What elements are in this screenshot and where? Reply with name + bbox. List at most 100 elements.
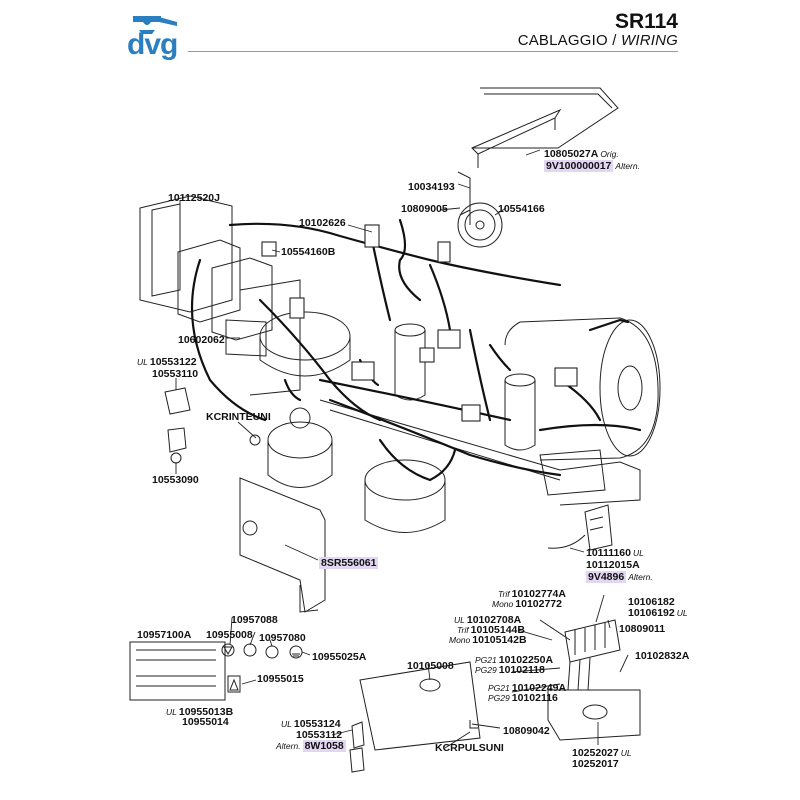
wiring-harness bbox=[190, 218, 642, 482]
part-label-10553110: 10553110 bbox=[152, 368, 198, 380]
part-suffix: Altern. bbox=[615, 161, 640, 171]
part-code: 10102249A bbox=[511, 682, 567, 694]
part-code: 10102626 bbox=[299, 217, 346, 229]
part-prefix: UL bbox=[281, 719, 292, 729]
part-prefix: Altern. bbox=[276, 741, 301, 751]
page-subtitle: CABLAGGIO / WIRING bbox=[518, 32, 678, 49]
part-label-10102832A: 10102832A bbox=[635, 650, 689, 662]
part-label-8W1058: Altern.8W1058 bbox=[276, 740, 346, 752]
part-code: 10105142B bbox=[472, 634, 527, 646]
part-prefix: PG21 bbox=[475, 655, 497, 665]
main-boiler bbox=[504, 317, 661, 461]
part-code: 10553122 bbox=[149, 356, 197, 368]
part-suffix: Altern. bbox=[628, 572, 653, 582]
leader-lines bbox=[175, 149, 629, 749]
part-code: 10102774A bbox=[511, 588, 566, 600]
part-label-10957088: 10957088 bbox=[231, 614, 278, 626]
part-label-10252017: 10252017 bbox=[572, 758, 619, 770]
part-code: 10809005 bbox=[401, 203, 448, 215]
part-label-10809011: 10809011 bbox=[619, 623, 665, 635]
part-label-KCRPULSUNI: KCRPULSUNI bbox=[435, 742, 504, 754]
part-code: 10102118 bbox=[498, 664, 545, 676]
part-code: 10111160 bbox=[586, 547, 631, 559]
part-label-10809005: 10809005 bbox=[401, 203, 448, 215]
part-prefix: Mono bbox=[449, 635, 471, 645]
part-prefix: PG29 bbox=[475, 665, 497, 675]
dvg-logo: dvg bbox=[125, 8, 187, 63]
part-code: 10252017 bbox=[572, 758, 619, 770]
part-prefix: Trif bbox=[457, 625, 469, 635]
part-code: 10102116 bbox=[511, 692, 558, 704]
part-label-10105008: 10105008 bbox=[407, 660, 454, 672]
part-code: 10106182 bbox=[628, 596, 675, 608]
part-code: 10553110 bbox=[152, 368, 199, 380]
part-code: 10112520J bbox=[168, 192, 220, 204]
part-code: 10553112 bbox=[296, 729, 343, 741]
part-label-10553090: 10553090 bbox=[152, 474, 199, 486]
part-suffix: Orig. bbox=[600, 149, 619, 159]
part-prefix: UL bbox=[166, 707, 177, 717]
part-code: 10105008 bbox=[407, 660, 454, 672]
part-label-10106182: 10106182 bbox=[628, 596, 675, 608]
part-prefix: UL bbox=[137, 357, 148, 367]
part-code: 10957100A bbox=[137, 629, 192, 641]
part-label-10112520J: 10112520J bbox=[168, 192, 220, 204]
part-label-10102626: 10102626 bbox=[299, 217, 346, 229]
part-code: 10102772 bbox=[515, 598, 562, 610]
part-code: 10955025A bbox=[312, 651, 367, 663]
part-label-10955008: 10955008 bbox=[206, 629, 253, 641]
push-button bbox=[349, 721, 365, 773]
part-code: 10955015 bbox=[257, 673, 304, 685]
part-prefix: Mono bbox=[492, 599, 514, 609]
part-label-10957080: 10957080 bbox=[259, 632, 306, 644]
part-code-highlight: 8SR556061 bbox=[319, 557, 379, 569]
part-code: 10102708A bbox=[466, 614, 522, 626]
part-code: 10106192 bbox=[628, 607, 675, 619]
main-switch bbox=[547, 504, 613, 551]
top-frame bbox=[471, 87, 619, 168]
side-panel bbox=[239, 477, 326, 613]
subtitle-separator: / bbox=[607, 32, 621, 49]
part-code: 10112015A bbox=[586, 559, 640, 571]
part-code: 10034193 bbox=[408, 181, 455, 193]
part-code: 10805027A bbox=[544, 148, 599, 160]
brand-wordmark: dvg bbox=[127, 28, 178, 61]
part-suffix: UL bbox=[620, 748, 632, 758]
part-code: 10553090 bbox=[152, 474, 199, 486]
part-label-10957100A: 10957100A bbox=[137, 629, 191, 641]
part-code: 10554160B bbox=[281, 246, 336, 258]
part-label-10554160B: 10554160B bbox=[281, 246, 335, 258]
part-code: 10252027 bbox=[572, 747, 619, 759]
left-boiler bbox=[259, 311, 351, 488]
part-label-10112015A: 10112015A bbox=[586, 559, 640, 571]
part-label-10602062: 10602062 bbox=[178, 334, 225, 346]
part-label-10955014: 10955014 bbox=[182, 716, 229, 728]
part-code: 10955014 bbox=[182, 716, 229, 728]
solenoid-valves bbox=[261, 224, 578, 422]
part-code: 10102250A bbox=[498, 654, 554, 666]
part-code: 10955008 bbox=[206, 629, 253, 641]
part-label-10955015: 10955015 bbox=[257, 673, 304, 685]
model-code: SR114 bbox=[614, 10, 678, 33]
part-prefix: Trif bbox=[498, 589, 510, 599]
label-plate bbox=[129, 641, 226, 701]
part-prefix: PG21 bbox=[488, 683, 510, 693]
header-rule bbox=[188, 51, 678, 52]
part-label-10554166: 10554166 bbox=[498, 203, 545, 215]
